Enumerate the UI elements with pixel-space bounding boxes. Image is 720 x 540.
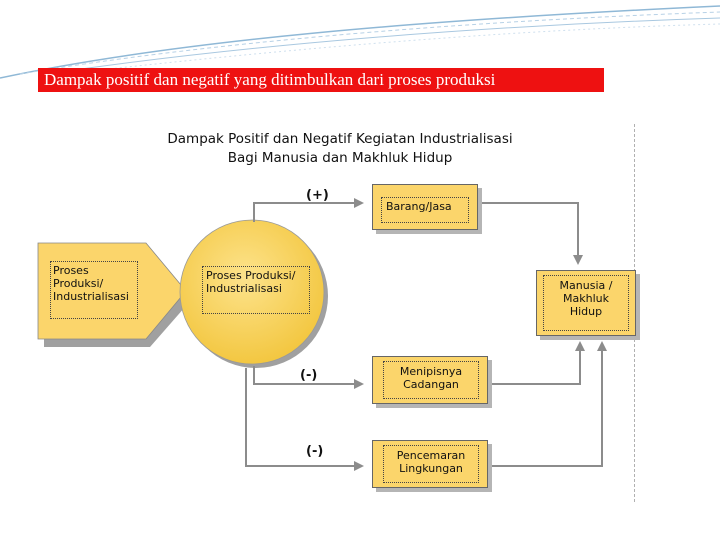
resource-depletion-line1: Menipisnya xyxy=(386,365,476,378)
arrow-goods-to-human xyxy=(480,203,578,263)
arrow-positive-branch xyxy=(254,203,362,222)
process-label-box: Proses Produksi/ Industrialisasi xyxy=(202,266,310,314)
pollution-line2: Lingkungan xyxy=(386,462,476,475)
sign-positive: (+) xyxy=(306,188,329,203)
arrow-depletion-to-human xyxy=(490,343,580,384)
goods-services-box: Barang/Jasa xyxy=(372,184,478,230)
source-label-box: Proses Produksi/ Industrialisasi xyxy=(50,261,138,319)
process-line2: Industrialisasi xyxy=(206,282,306,295)
sign-negative-2: (-) xyxy=(306,444,323,459)
sign-negative-1: (-) xyxy=(300,368,317,383)
resource-depletion-line2: Cadangan xyxy=(386,378,476,391)
human-line1: Manusia / xyxy=(546,279,626,292)
human-line3: Hidup xyxy=(546,305,626,318)
resource-depletion-inner: Menipisnya Cadangan xyxy=(383,361,479,399)
pollution-inner: Pencemaran Lingkungan xyxy=(383,445,479,483)
source-line3: Industrialisasi xyxy=(53,290,135,303)
source-line2: Produksi/ xyxy=(53,277,135,290)
goods-services-label: Barang/Jasa xyxy=(386,200,464,213)
source-line1: Proses xyxy=(53,264,135,277)
pollution-box: Pencemaran Lingkungan xyxy=(372,440,488,488)
arrow-pollution-to-human xyxy=(490,343,602,466)
resource-depletion-box: Menipisnya Cadangan xyxy=(372,356,488,404)
goods-services-inner: Barang/Jasa xyxy=(381,197,469,223)
process-line1: Proses Produksi/ xyxy=(206,269,306,282)
pollution-line1: Pencemaran xyxy=(386,449,476,462)
human-living-beings-box: Manusia / Makhluk Hidup xyxy=(536,270,636,336)
human-living-beings-inner: Manusia / Makhluk Hidup xyxy=(543,275,629,331)
human-line2: Makhluk xyxy=(546,292,626,305)
